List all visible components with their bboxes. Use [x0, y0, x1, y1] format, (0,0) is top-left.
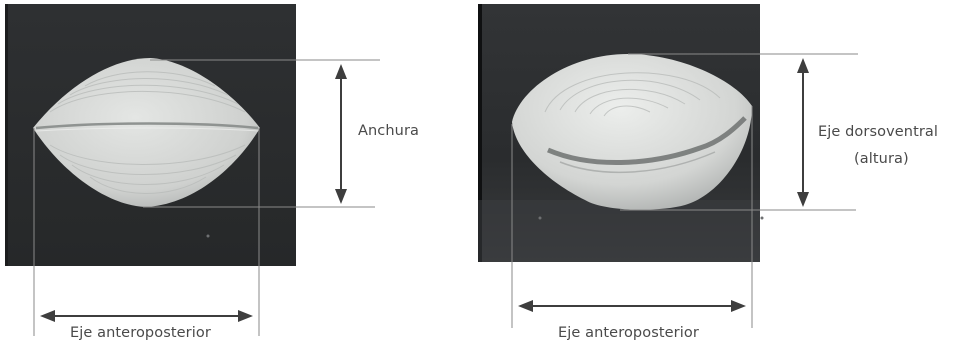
left-width-arrow [335, 64, 347, 204]
right-ap-arrow [518, 300, 746, 312]
dv-axis-label-line1: Eje dorsoventral [818, 124, 938, 140]
width-label: Anchura [358, 123, 419, 139]
dv-axis-label-line2: (altura) [854, 151, 909, 167]
left-shell-photo [5, 4, 296, 266]
right-dv-arrow [797, 58, 809, 207]
left-ap-axis-label: Eje anteroposterior [70, 325, 211, 341]
left-ap-arrow [40, 310, 253, 322]
right-ap-axis-label: Eje anteroposterior [558, 325, 699, 341]
right-shell-photo [478, 4, 764, 262]
